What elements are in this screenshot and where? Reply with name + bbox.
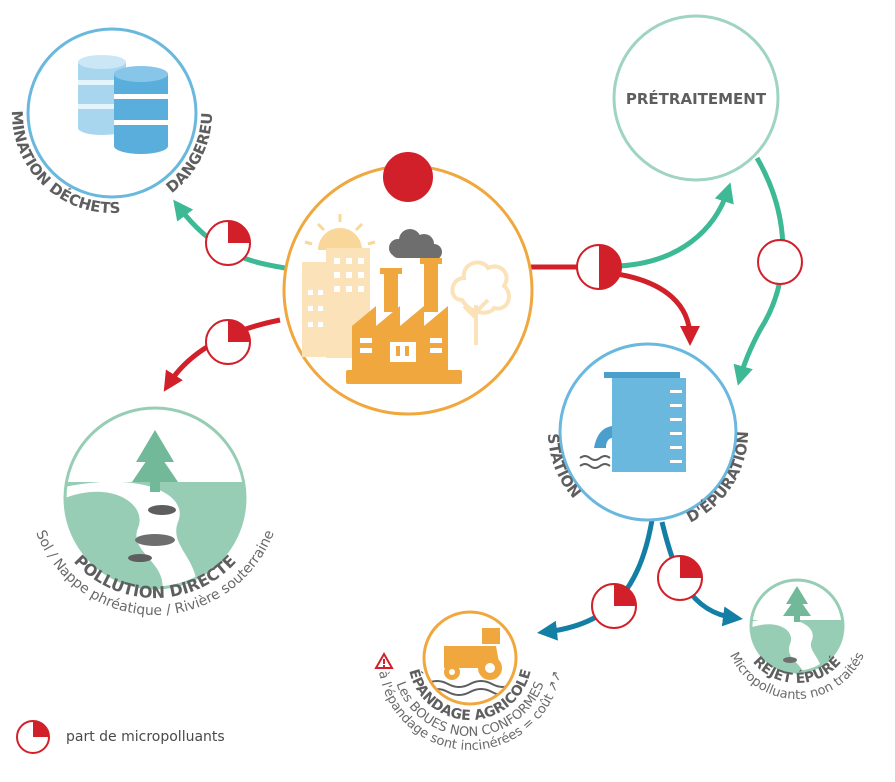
pie-slice <box>33 721 49 737</box>
node-epandage: ÉPANDAGE AGRICOLE Les BOUES NON CONFORME… <box>374 610 565 754</box>
legend-label: part de micropolluants <box>66 729 225 745</box>
pie-slice <box>614 584 636 606</box>
flow-hub-pretraitement <box>619 182 734 269</box>
micropollutant-share-pies <box>205 152 803 629</box>
node-pretraitement: PRÉTRAITEMENT <box>612 14 780 182</box>
flow-pretraitement-station <box>733 156 786 386</box>
node-dechets: ÉLIMINATION DÉCHETS DANGEREUX <box>0 0 216 217</box>
pie-slice <box>228 221 250 243</box>
legend <box>16 720 50 754</box>
share-pie-industrie-total <box>383 152 433 202</box>
legend-pie <box>16 720 50 754</box>
factory-icon <box>302 214 511 384</box>
pie-slice <box>680 556 702 578</box>
tractor-icon <box>425 628 515 696</box>
node-station: STATION D'ÉPURATION <box>544 342 752 526</box>
share-pie-station-to-rejet <box>657 555 703 601</box>
pretraitement-label: PRÉTRAITEMENT <box>626 89 767 108</box>
share-pie-industrie-to-pollution <box>205 319 251 365</box>
share-pie-industrie-to-dechets <box>205 220 251 266</box>
node-rejet: REJET ÉPURÉ Micropolluants non traités <box>726 578 868 703</box>
share-pie-industrie-to-station-pretraitement <box>576 244 622 290</box>
pie-slice <box>599 245 621 289</box>
pie-slice <box>228 320 250 342</box>
share-pie-station-to-epandage <box>591 583 637 629</box>
pie-slice <box>384 153 432 201</box>
node-industrie <box>282 164 534 416</box>
flow-hub-station <box>616 271 700 346</box>
warning-icon <box>374 651 394 669</box>
treatment-tower-icon <box>579 372 686 472</box>
share-pie-pretraitement-to-station <box>757 239 803 285</box>
pie-quarter-icon <box>16 720 50 754</box>
node-pollution: POLLUTION DIRECTE Sol / Nappe phréatique… <box>32 406 278 619</box>
barrels-icon <box>78 55 168 154</box>
